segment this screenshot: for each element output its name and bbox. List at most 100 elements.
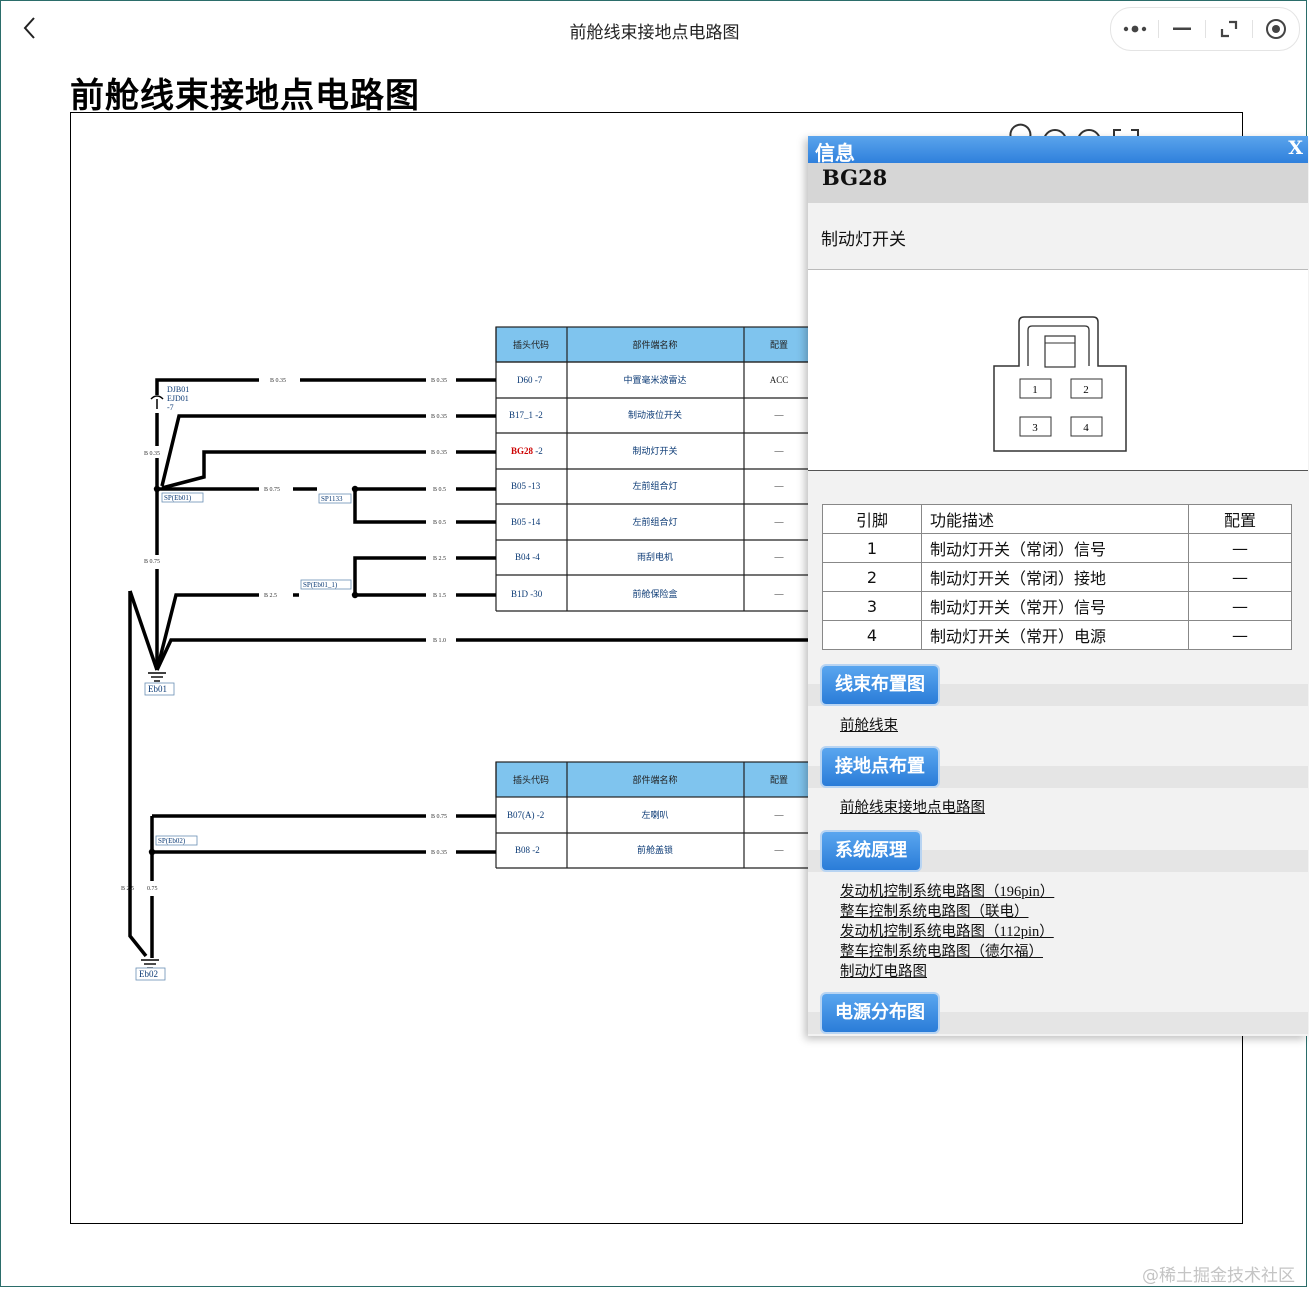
back-button[interactable]: [18, 14, 44, 44]
section-button[interactable]: 系统原理: [822, 832, 920, 870]
connector-table-2: 插头代码 部件端名称 配置 B07(A) -2 左喇叭 — B08 -2 前舱盖…: [495, 761, 811, 869]
section-button[interactable]: 电源分布图: [822, 994, 938, 1032]
t2-header-name: 部件端名称: [632, 774, 677, 786]
circuit-diagram: 插头代码 部件端名称 配置 D60 -7 中置毫米波雷达 ACC B17_1 -…: [121, 123, 1139, 981]
row-config: —: [774, 845, 785, 855]
table-row[interactable]: B05 -14 左前组合灯 —: [511, 516, 785, 527]
row-name: 制动液位开关: [628, 409, 682, 420]
splice-dot: [148, 848, 156, 856]
section-button[interactable]: 接地点布置: [822, 748, 938, 786]
restore-button[interactable]: [1205, 8, 1252, 50]
row-config: —: [774, 517, 785, 527]
chevron-left-icon: [23, 17, 35, 39]
config-cell: —: [1188, 620, 1292, 650]
fullscreen-icon[interactable]: [1113, 129, 1139, 137]
splice-dot: [153, 485, 161, 493]
sp-eb01-1-label: SP(Eb01_1): [303, 581, 338, 589]
table-row[interactable]: 3 制动灯开关（常开）信号 —: [822, 591, 1292, 621]
window-controls: [1110, 7, 1300, 51]
desc-header: 功能描述: [921, 504, 1189, 534]
table-row[interactable]: 1 制动灯开关（常闭）信号 —: [822, 533, 1292, 563]
wire-label: B 0.35: [431, 850, 447, 856]
t1-header-code: 插头代码: [513, 339, 549, 351]
more-dots-icon: [1123, 25, 1146, 33]
config-cell: —: [1188, 533, 1292, 563]
row-code: B04: [515, 552, 531, 562]
splice-dot: [351, 591, 359, 599]
pin-number[interactable]: 3: [1032, 422, 1038, 434]
wire-label: B 0.75: [144, 559, 160, 565]
section-link[interactable]: 发动机控制系统电路图（196pin）: [840, 884, 1055, 900]
table-row[interactable]: B08 -2 前舱盖锁 —: [515, 844, 785, 855]
pin-cell: 2: [822, 562, 922, 592]
row-config: —: [774, 410, 785, 420]
table-row[interactable]: B1D -30 前舱保险盒 —: [511, 588, 785, 599]
eb02-label[interactable]: Eb02: [139, 969, 158, 979]
table-row[interactable]: B07(A) -2 左喇叭 —: [507, 809, 785, 820]
pin-cell: 4: [822, 620, 922, 650]
table-row[interactable]: B17_1 -2 制动液位开关 —: [509, 409, 785, 420]
minimize-button[interactable]: [1158, 8, 1205, 50]
ejd01-label: EJD01: [167, 394, 189, 403]
config-cell: —: [1188, 562, 1292, 592]
wire-bg28: [161, 450, 496, 490]
pin-label: -7: [167, 403, 174, 412]
more-button[interactable]: [1111, 8, 1158, 50]
pin-number[interactable]: 2: [1083, 384, 1089, 396]
wires: [128, 378, 810, 958]
row-pin: -13: [528, 481, 540, 491]
row-config: ACC: [770, 375, 789, 385]
minimize-icon: [1172, 27, 1191, 30]
table-row[interactable]: D60 -7 中置毫米波雷达 ACC: [517, 374, 788, 385]
row-code: B05: [511, 517, 527, 527]
wire-label: B 0.35: [270, 378, 286, 384]
ground-icon: [148, 672, 166, 682]
row-pin: -2: [537, 810, 545, 820]
wire-down-left: [128, 591, 148, 958]
svg-text:B1D -30: B1D -30: [511, 589, 543, 599]
table-row[interactable]: 4 制动灯开关（常开）电源 —: [822, 620, 1292, 650]
restore-icon: [1220, 20, 1237, 38]
row-name: 左喇叭: [641, 809, 668, 820]
row-name: 中置毫米波雷达: [623, 374, 686, 385]
wire-d60: [155, 378, 496, 395]
wire-b10: [155, 638, 810, 671]
pin-number[interactable]: 4: [1083, 422, 1089, 434]
watermark: @稀土掘金技术社区: [1142, 1266, 1295, 1286]
row-code: BG28: [511, 446, 534, 456]
t2-header-code: 插头代码: [513, 774, 549, 786]
desc-cell: 制动灯开关（常开）电源: [921, 620, 1189, 650]
table-row[interactable]: B04 -4 雨刮电机 —: [515, 551, 785, 562]
djb01-label: DJB01: [167, 385, 189, 394]
connector-table-1: 插头代码 部件端名称 配置 D60 -7 中置毫米波雷达 ACC B17_1 -…: [495, 326, 811, 612]
wire-label: 0.75: [147, 886, 158, 892]
wire-label: B 2.5: [433, 556, 446, 562]
table-row[interactable]: 2 制动灯开关（常闭）接地 —: [822, 562, 1292, 592]
section-link[interactable]: 整车控制系统电路图（联电）: [840, 904, 1029, 920]
pin-number[interactable]: 1: [1032, 384, 1038, 396]
splice-dots: [148, 485, 359, 856]
section-link[interactable]: 前舱线束: [840, 718, 898, 734]
wire-side-in: [128, 590, 159, 671]
close-app-button[interactable]: [1252, 8, 1299, 50]
wire-label: B 0.75: [431, 814, 447, 820]
eb01-label[interactable]: Eb01: [148, 684, 167, 694]
row-pin: -2: [532, 845, 540, 855]
desc-cell: 制动灯开关（常闭）信号: [921, 533, 1189, 563]
wire-label: B 0.35: [431, 450, 447, 456]
table-row[interactable]: B05 -13 左前组合灯 —: [511, 480, 785, 491]
section-link[interactable]: 整车控制系统电路图（德尔福）: [840, 944, 1043, 960]
section-link[interactable]: 发动机控制系统电路图（112pin）: [840, 924, 1054, 940]
close-button[interactable]: X: [1288, 137, 1303, 159]
info-panel-header: 信息 X: [808, 136, 1308, 165]
section-button[interactable]: 线束布置图: [822, 666, 938, 704]
component-code: BG28: [822, 165, 888, 190]
section-link[interactable]: 前舱线束接地点电路图: [840, 800, 985, 816]
row-config: —: [774, 589, 785, 599]
row-name: 前舱盖锁: [637, 844, 673, 855]
svg-text:B08 -2: B08 -2: [515, 845, 540, 855]
row-config: —: [774, 446, 785, 456]
section-link[interactable]: 制动灯电路图: [840, 964, 927, 980]
svg-text:B05 -14: B05 -14: [511, 517, 541, 527]
table-row-selected[interactable]: BG28 -2 制动灯开关 —: [511, 445, 785, 456]
